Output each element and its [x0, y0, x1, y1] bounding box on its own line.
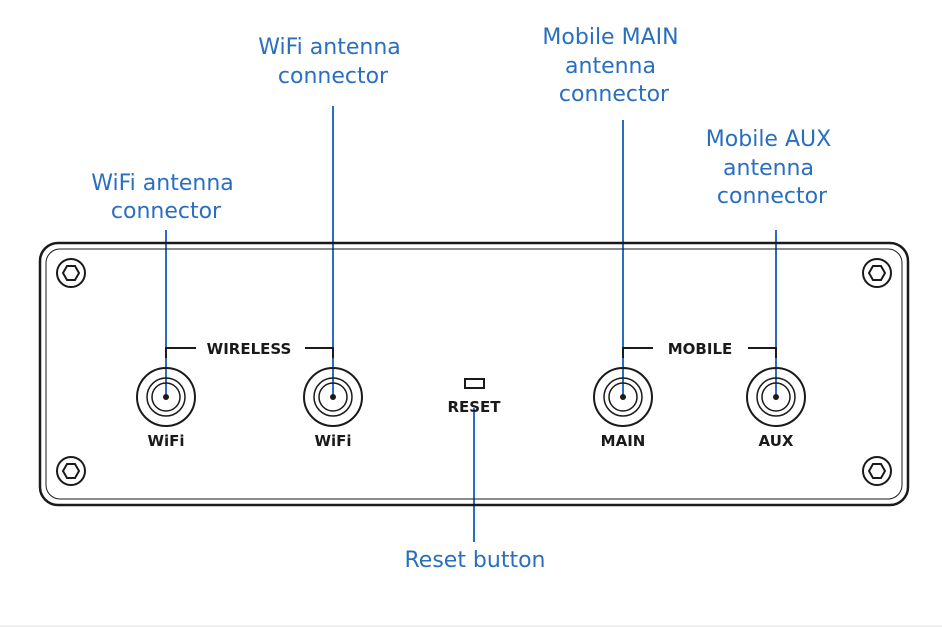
mobile-group-bracket: MOBILE: [622, 340, 777, 358]
screw-bottom-right-icon: [862, 456, 892, 486]
mobile-aux-connector: AUX: [746, 367, 806, 450]
callout-aux-line2: antenna: [723, 156, 814, 181]
screw-top-right-icon: [862, 258, 892, 288]
wireless-group-bracket: WIRELESS: [165, 340, 334, 358]
screw-top-left-icon: [56, 258, 86, 288]
callout-main-line1: Mobile MAIN: [542, 25, 678, 50]
callout-wifi-2: WiFi antenna connector: [258, 35, 408, 89]
port-label-aux: AUX: [759, 432, 794, 450]
callout-mobile-aux: Mobile AUX antenna connector: [706, 127, 838, 209]
callout-aux-line1: Mobile AUX: [706, 127, 831, 152]
port-label-main: MAIN: [601, 432, 646, 450]
mobile-main-connector: MAIN: [593, 367, 653, 450]
callout-wifi-1-line2: connector: [111, 199, 222, 224]
callout-wifi-1-line1: WiFi antenna: [91, 171, 234, 196]
wifi-connector-2: WiFi: [303, 367, 363, 450]
screw-bottom-left-icon: [56, 456, 86, 486]
callout-aux-line3: connector: [717, 184, 828, 209]
reset-button: RESET: [447, 378, 501, 416]
port-label-wifi-2: WiFi: [314, 432, 351, 450]
callout-wifi-2-line1: WiFi antenna: [258, 35, 401, 60]
device-enclosure-inner: [45, 248, 903, 500]
callout-main-line2: antenna: [565, 54, 656, 79]
callout-wifi-2-line2: connector: [278, 64, 389, 89]
reset-label: RESET: [447, 398, 501, 416]
group-label-mobile: MOBILE: [668, 340, 733, 358]
callout-mobile-main: Mobile MAIN antenna connector: [542, 25, 685, 107]
port-label-wifi-1: WiFi: [147, 432, 184, 450]
callout-wifi-1: WiFi antenna connector: [91, 171, 241, 224]
device-enclosure: [38, 241, 910, 507]
wifi-connector-1: WiFi: [136, 367, 196, 450]
callout-main-line3: connector: [559, 82, 670, 107]
group-label-wireless: WIRELESS: [207, 340, 292, 358]
callout-reset-button: Reset button: [404, 548, 545, 573]
